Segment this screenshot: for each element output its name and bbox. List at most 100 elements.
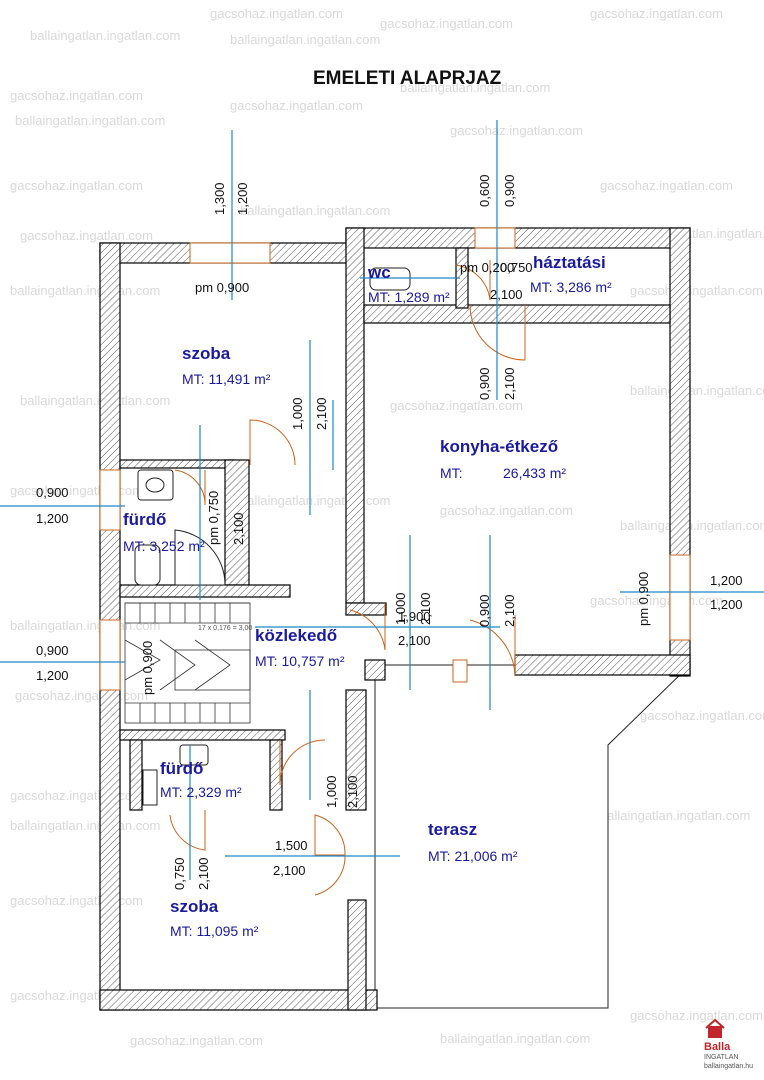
- dim-label: 0,600: [477, 174, 492, 207]
- fixtures: [134, 267, 411, 806]
- watermark: gacsohaz.ingatlan.com: [640, 708, 764, 723]
- watermark: ballaingatlan.ingatlan.com: [230, 32, 380, 47]
- stair-note: 17 x 0,176 = 3,00: [198, 625, 252, 632]
- watermark: gacsohaz.ingatlan.com: [380, 16, 513, 31]
- watermark: gacsohaz.ingatlan.com: [10, 178, 143, 193]
- room-area-label-konyha: MT:: [440, 465, 463, 481]
- dim-label: 1,200: [36, 511, 69, 526]
- room-area-haztatasi: MT: 3,286 m²: [530, 279, 612, 295]
- watermark: gacsohaz.ingatlan.com: [390, 398, 523, 413]
- walls: [99, 227, 691, 1011]
- dim-label: 2,100: [345, 775, 360, 808]
- watermark: ballaingatlan.ingatlan.com: [400, 80, 550, 95]
- dim-label: 2,100: [398, 633, 431, 648]
- room-area-furdo: MT: 3,252 m²: [123, 538, 205, 554]
- wc-toilet-icon: [369, 267, 411, 291]
- watermark: gacsohaz.ingatlan.com: [450, 123, 583, 138]
- room-name-kozlekedo: közlekedő: [255, 626, 337, 645]
- room-name-konyha: konyha-étkező: [440, 437, 558, 456]
- dim-label: 0,900: [477, 594, 492, 627]
- watermark: gacsohaz.ingatlan.com: [10, 893, 143, 908]
- watermark: gacsohaz.ingatlan.com: [10, 88, 143, 103]
- dim-label: 2,100: [502, 367, 517, 400]
- dim-label: 1,200: [710, 597, 743, 612]
- watermark: gacsohaz.ingatlan.com: [600, 178, 733, 193]
- watermark: ballaingatlan.ingatlan.com: [240, 203, 390, 218]
- dim-label: 1,000: [324, 775, 339, 808]
- dim-label: pm 0,900: [636, 572, 651, 626]
- staircase: 17 x 0,176 = 3,00: [124, 602, 252, 724]
- dim-label: 2,100: [490, 287, 523, 302]
- dim-label: 2,100: [273, 863, 306, 878]
- dim-label: 1,900: [398, 609, 431, 624]
- room-area-szoba-2: MT: 11,095 m²: [170, 923, 259, 939]
- dim-label: pm 0,750: [206, 491, 221, 545]
- room-name-haztatasi: háztatási: [533, 253, 606, 272]
- room-area-terasz: MT: 21,006 m²: [428, 848, 518, 864]
- windows: [99, 227, 691, 691]
- watermark: ballaingatlan.ingatlan.com: [600, 808, 750, 823]
- watermark: gacsohaz.ingatlan.com: [210, 6, 343, 21]
- watermark: ballaingatlan.ingatlan.com: [10, 818, 160, 833]
- dim-label: 1,000: [290, 397, 305, 430]
- dim-label: 2,100: [231, 512, 246, 545]
- room-name-szoba: szoba: [182, 344, 231, 363]
- watermark: gacsohaz.ingatlan.com: [590, 6, 723, 21]
- dim-label: pm 0,900: [195, 280, 249, 295]
- logo-site: ballaingatlan.hu: [704, 1063, 753, 1070]
- dim-label: 0,750: [172, 857, 187, 890]
- dim-label: 2,100: [196, 857, 211, 890]
- room-area-konyha: 26,433 m²: [503, 465, 566, 481]
- sink-bowl-icon: [145, 477, 165, 493]
- logo-name: Balla: [704, 1041, 731, 1053]
- plan-title: EMELETI ALAPRJAZ: [313, 68, 502, 89]
- dim-label: 0,900: [36, 485, 69, 500]
- dim-label: pm 0,900: [140, 641, 155, 695]
- column: [452, 659, 468, 683]
- watermark: gacsohaz.ingatlan.com: [15, 688, 148, 703]
- balla-logo: Balla INGATLAN ballaingatlan.hu: [704, 1018, 753, 1070]
- watermark: ballaingatlan.ingatlan.com: [20, 393, 170, 408]
- dim-label: 0,900: [502, 174, 517, 207]
- room-area-wc: MT: 1,289 m²: [368, 289, 450, 305]
- watermark: gacsohaz.ingatlan.com: [630, 283, 763, 298]
- dim-label: 2,100: [418, 592, 433, 625]
- dim-label: pm 0,200: [460, 260, 514, 275]
- dim-label: 1,300: [212, 182, 227, 215]
- house-logo-icon: [708, 1026, 722, 1038]
- dim-label: 2,100: [502, 594, 517, 627]
- toilet-icon: [134, 544, 161, 586]
- watermark: ballaingatlan.ingatlan.com: [10, 283, 160, 298]
- watermark: ballaingatlan.ingatlan.com: [630, 383, 764, 398]
- watermark: gacsohaz.ingatlan.com: [590, 593, 723, 608]
- watermark: gacsohaz.ingatlan.com: [440, 503, 573, 518]
- watermark: gacsohaz.ingatlan.com: [20, 228, 153, 243]
- window-left-bath: [99, 469, 121, 531]
- room-name-furdo-2: fürdő: [160, 759, 203, 778]
- watermark: gacsohaz.ingatlan.com: [10, 788, 143, 803]
- window-right-kitchen: [669, 554, 691, 641]
- watermark: gacsohaz.ingatlan.com: [130, 1033, 263, 1048]
- toilet-icon: [142, 769, 158, 806]
- dim-label: 1,000: [393, 592, 408, 625]
- watermark: ballaingatlan.ingatlan.com: [440, 1031, 590, 1046]
- logo-sub: INGATLAN: [704, 1054, 739, 1061]
- watermark: ballaingatlan.ingatlan.com: [30, 28, 180, 43]
- dim-label: 0,750: [500, 260, 533, 275]
- watermark: ballaingatlan.ingatlan.com: [10, 618, 160, 633]
- watermark: ballaingatlan.ingatlan.com: [620, 518, 764, 533]
- dimension-lines: [0, 120, 764, 880]
- dim-label: 1,200: [36, 668, 69, 683]
- dim-label: 1,500: [275, 838, 308, 853]
- sink-icon: [179, 744, 209, 766]
- window-left-stair: [99, 619, 121, 691]
- watermark: ballaingatlan.ingatlan.com: [15, 113, 165, 128]
- room-area-kozlekedo: MT: 10,757 m²: [255, 653, 345, 669]
- watermark: gacsohaz.ingatlan.com: [230, 98, 363, 113]
- dim-label: 0,900: [477, 367, 492, 400]
- watermark: gacsohaz.ingatlan.com: [630, 1008, 763, 1023]
- room-name-wc: wc: [367, 263, 391, 282]
- dimension-labels: 1,300 1,200 0,600 0,900 pm 0,900 pm 0,20…: [36, 174, 743, 890]
- dim-label: 1,200: [235, 182, 250, 215]
- dim-label: 2,100: [314, 397, 329, 430]
